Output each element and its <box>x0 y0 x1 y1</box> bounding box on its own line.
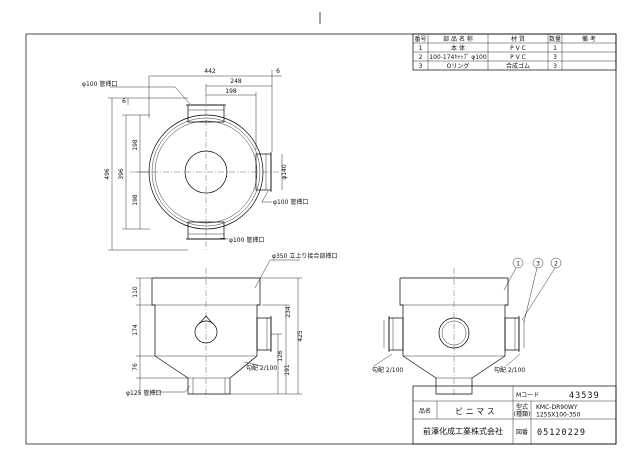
balloon-2: 2 <box>554 261 558 268</box>
side-view: 1 3 2 勾配 2/100 勾配 2/100 <box>372 257 562 396</box>
drawing-no-value: 05120229 <box>537 428 586 438</box>
table-row-name: 本 体 <box>451 44 465 52</box>
table-row-qty: 3 <box>553 63 557 70</box>
drawing-border <box>25 33 617 445</box>
table-header-note: 備 考 <box>582 35 596 43</box>
table-header-qty: 数量 <box>549 35 561 43</box>
table-row-material: P V C <box>510 54 526 61</box>
label-outlet: φ125 管挿口 <box>126 389 161 397</box>
table-row-no: 2 <box>419 54 423 61</box>
dim-234: 234 <box>285 306 292 318</box>
balloon-3: 3 <box>536 261 540 268</box>
dim-phi140: φ140 <box>281 164 288 180</box>
top-view: 442 248 198 6 496 396 198 198 6 φ140 φ10… <box>82 68 308 251</box>
dim-198-horizontal: 198 <box>225 88 237 95</box>
table-row-qty: 3 <box>553 54 557 61</box>
dim-6-top: 6 <box>276 68 280 75</box>
front-slope: 勾配 2/100 <box>246 364 277 372</box>
dim-248: 248 <box>230 78 242 85</box>
label-bottom-pipe: φ100 管挿口 <box>229 236 264 244</box>
dim-198-lower: 198 <box>132 194 139 206</box>
name-label: 品名 <box>419 407 431 415</box>
front-view: 110 174 76 425 234 126 191 φ350 立上り接合部挿口… <box>126 252 337 400</box>
dim-6-left: 6 <box>122 98 126 105</box>
name-value: ビ ニ マ ス <box>455 407 495 416</box>
model-label-2: (種類) <box>514 410 531 418</box>
mcode-value: 43539 <box>569 391 600 401</box>
dim-174: 174 <box>132 324 139 336</box>
dim-396: 396 <box>118 168 125 180</box>
dim-198-upper: 198 <box>132 139 139 151</box>
side-slope-left: 勾配 2/100 <box>372 366 403 374</box>
dim-191: 191 <box>284 364 291 376</box>
table-header-no: 番号 <box>414 36 426 43</box>
company-name: 前澤化成工業株式会社 <box>423 426 503 436</box>
table-row-name: Oリング <box>447 62 470 70</box>
table-row-no: 3 <box>419 63 423 70</box>
table-header-name: 部 品 名 称 <box>443 35 473 43</box>
dim-76: 76 <box>132 363 139 371</box>
label-top-pipe: φ100 管挿口 <box>82 80 117 88</box>
side-slope-right: 勾配 2/100 <box>494 366 525 374</box>
label-right-pipe: φ100 管挿口 <box>273 198 308 206</box>
table-row-material: P V C <box>510 45 526 52</box>
drawing-no-label: 図番 <box>516 429 528 436</box>
model-label-1: 型式 <box>516 403 528 411</box>
table-row-qty: 1 <box>553 45 557 52</box>
table-row-no: 1 <box>419 45 423 52</box>
parts-table: 番号 部 品 名 称 材 質 数量 備 考 1 本 体 P V C 1 2 10… <box>412 33 617 71</box>
dim-126: 126 <box>277 350 284 362</box>
model-value-1: KMC-DR90WY <box>536 404 578 411</box>
table-header-material: 材 質 <box>511 35 525 43</box>
dim-110: 110 <box>132 286 139 298</box>
dim-496: 496 <box>104 168 111 180</box>
table-row-name: 100-174ｷｬｯﾌﾟ φ100 <box>429 54 487 61</box>
model-value-2: 125SX100-350 <box>536 412 581 419</box>
table-row-material: 合成ゴム <box>506 62 530 70</box>
title-block: Mコード 43539 品名 ビ ニ マ ス 型式 (種類) KMC-DR90WY… <box>412 385 617 445</box>
label-riser: φ350 立上り接合部挿口 <box>272 252 337 260</box>
mcode-label: Mコード <box>516 392 539 399</box>
dim-442: 442 <box>204 68 216 75</box>
balloon-1: 1 <box>516 261 520 268</box>
dim-425: 425 <box>297 330 304 342</box>
